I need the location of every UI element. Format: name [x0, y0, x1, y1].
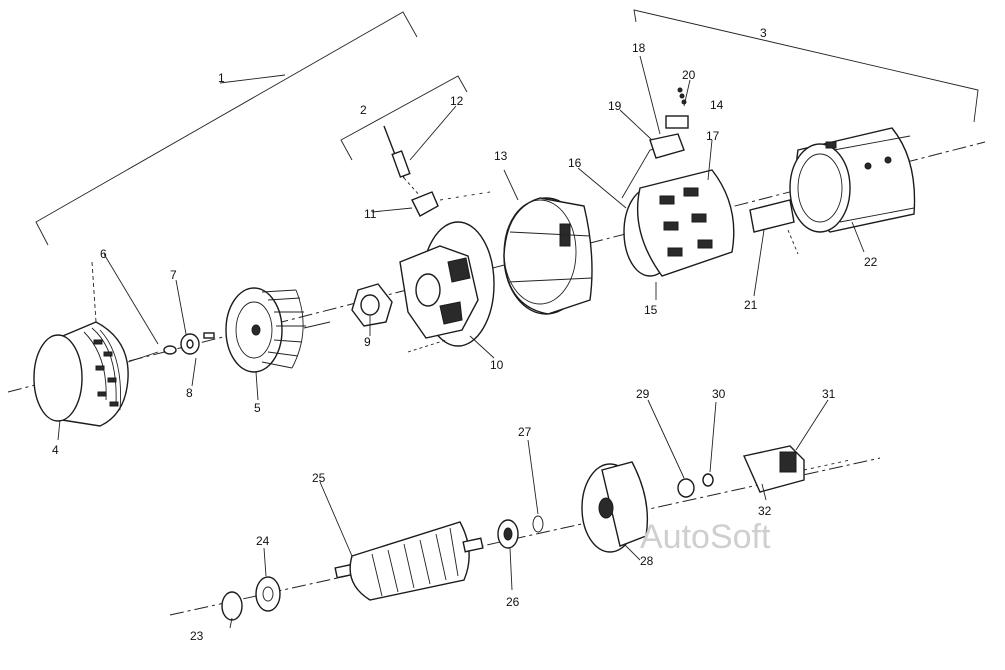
- label-part-31: 31: [822, 387, 836, 401]
- part-6-7-8-fasteners: [127, 332, 215, 363]
- label-part-14: 14: [710, 98, 724, 112]
- label-part-18: 18: [632, 41, 646, 55]
- label-part-6: 6: [100, 247, 107, 261]
- part-4-end-cover: [33, 261, 129, 427]
- label-part-28: 28: [640, 554, 654, 568]
- part-29-30-nut-washer: [677, 473, 714, 498]
- label-group-3: 3: [760, 26, 767, 40]
- part-22-housing: [789, 127, 916, 233]
- bracket-group-1: [35, 11, 418, 246]
- label-part-20: 20: [682, 68, 696, 82]
- part-9-flange: [351, 283, 393, 327]
- part-25-rotor: [334, 521, 484, 601]
- label-part-11: 11: [364, 207, 377, 221]
- part-28-end-shield: [581, 461, 649, 553]
- label-part-21: 21: [744, 298, 758, 312]
- part-10-end-shield: [399, 221, 495, 353]
- label-part-27: 27: [518, 425, 532, 439]
- label-group-1: 1: [218, 71, 225, 85]
- part-21-key: [749, 199, 799, 255]
- leader-lines: [57, 55, 865, 629]
- label-part-30: 30: [712, 387, 726, 401]
- label-part-9: 9: [364, 335, 371, 349]
- label-part-7: 7: [170, 268, 177, 282]
- watermark-text: AutoSoft: [640, 518, 771, 556]
- bracket-group-3: [633, 9, 979, 123]
- label-part-19: 19: [608, 99, 622, 113]
- label-part-17: 17: [706, 129, 720, 143]
- label-part-15: 15: [644, 303, 658, 317]
- label-part-10: 10: [490, 358, 504, 372]
- label-part-13: 13: [494, 149, 508, 163]
- label-part-5: 5: [254, 401, 261, 415]
- part-23-24-nut-washer: [221, 576, 281, 621]
- label-part-29: 29: [636, 387, 650, 401]
- label-part-12: 12: [450, 94, 464, 108]
- part-31-32-terminal-block: [743, 445, 851, 493]
- bracket-group-2: [340, 75, 468, 161]
- label-part-25: 25: [312, 471, 326, 485]
- label-part-22: 22: [864, 255, 878, 269]
- label-part-24: 24: [256, 534, 270, 548]
- part-13-cover-band: [503, 197, 593, 315]
- part-14-17-field-assembly: [621, 87, 735, 277]
- label-part-23: 23: [190, 629, 204, 643]
- label-part-32: 32: [758, 504, 772, 518]
- label-part-26: 26: [506, 595, 520, 609]
- label-part-4: 4: [52, 443, 59, 457]
- part-11-12-brush-holder: [383, 125, 439, 217]
- label-group-2: 2: [360, 103, 367, 117]
- part-5-fan: [225, 287, 306, 373]
- label-part-16: 16: [568, 156, 582, 170]
- part-26-27-bearing-clip: [497, 515, 544, 549]
- label-part-8: 8: [186, 386, 193, 400]
